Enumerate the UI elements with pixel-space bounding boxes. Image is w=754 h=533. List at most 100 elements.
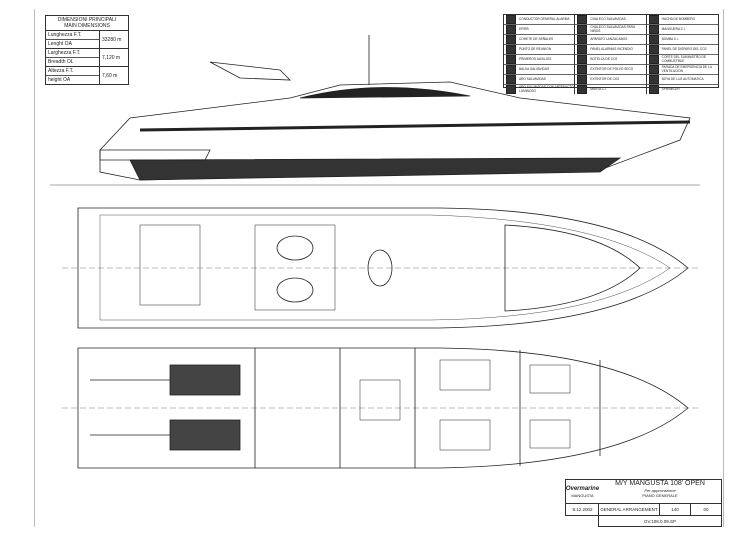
legend-label: EXTINTOR DE CO2: [590, 76, 620, 81]
dimension-label: height OA: [48, 77, 71, 83]
legend-label: BOTELLA DE CO2: [590, 56, 618, 61]
line-thrower-icon: [577, 35, 588, 44]
revision-value: 00: [703, 507, 709, 512]
fire-alarm-panel-icon: [577, 45, 588, 54]
legend-label: COHETE DE SEÑALES: [519, 36, 554, 41]
first-aid-icon: [506, 55, 516, 64]
fire-axe-icon: [648, 15, 659, 24]
sheer-line: [139, 120, 691, 132]
dimensions-title-en: MAIN DIMENSIONS: [64, 23, 110, 29]
drawing-number: GV.108.0.09.SP: [643, 518, 677, 524]
lifebuoy-light-icon: [506, 85, 516, 94]
legend-column: CONDUCTOR GENERAL ALARMA EPIRB COHETE DE…: [504, 15, 576, 94]
legend-label: CONDUCTOR GENERAL ALARMA: [519, 16, 570, 21]
child-lifejacket-icon: [577, 25, 588, 34]
legend-label: PARADA DE EMERGENCIA DE LA VENTILACION: [661, 65, 712, 73]
legend-label: HACHA DE BOMBERO: [661, 16, 696, 21]
signature-note: Per approvazione: [644, 488, 676, 493]
scale-revision-row: GENERAL ARRANGEMENT 140 00: [599, 504, 721, 516]
legend-label: BALSA SALVAVIDAS: [519, 66, 550, 71]
dimension-value: 7,120 m: [102, 54, 121, 61]
legend-label: CORTE DEL SUMINISTRO DE COMBUSTIBLE: [661, 55, 706, 63]
cabin-bed: [529, 419, 571, 449]
subtitle-it: PIANO GENERALE: [642, 493, 678, 498]
date-cell: 9.12.2002: [565, 503, 599, 516]
saloon: [254, 224, 336, 311]
legend-label: SPRINKLER: [661, 86, 680, 91]
ventilation-stop-icon: [648, 65, 659, 74]
legend-label: PUNTO DE REUNION: [519, 46, 551, 51]
legend-label: PRIMEROS AUXILIOS: [519, 56, 552, 61]
legend-column: CHALECO SALVAVIDAS CHALECO SALVAVIDAS PA…: [575, 15, 647, 94]
legend-label: EXTINTOR DE POLVO SECO: [590, 66, 634, 71]
co2-release-icon: [648, 45, 659, 54]
cabin-bed: [439, 359, 491, 391]
logo-subtext: MANGUSTA: [571, 492, 594, 498]
sofa: [276, 235, 314, 261]
engine-port: [169, 364, 241, 396]
legend-column: HACHA DE BOMBERO MANGUERA C.I. BOMBA C.I…: [646, 15, 718, 94]
dimension-label: Altezza F.T.: [46, 67, 99, 76]
legend-label: PANEL DE DISPARO DEL CO2: [661, 46, 707, 51]
dimension-label: Larghezza F.T.: [46, 49, 99, 58]
liferaft-icon: [506, 65, 516, 74]
main-deck-plan: [62, 207, 700, 329]
legend-label: PANEL ALARMAS INCENDIO: [590, 46, 633, 51]
dimension-value: 7,60 m: [102, 72, 118, 79]
co2-extinguisher-icon: [577, 75, 588, 84]
epirb-icon: [506, 25, 516, 34]
fuel-shutoff-icon: [648, 55, 659, 64]
legend-label: ARO SALVAVIDAS: [519, 76, 546, 81]
light-buoy-icon: [648, 75, 659, 84]
dimension-row-height: Altezza F.T.height OA 7,60 m: [46, 67, 128, 84]
legend-label: CHALECO SALVAVIDAS PARA NIÑOS: [590, 25, 635, 33]
scale-value: 140: [660, 504, 691, 515]
powder-extinguisher-icon: [577, 65, 588, 74]
legend-label: MANGUERA C.I.: [661, 26, 686, 31]
lifebuoy-icon: [506, 75, 516, 84]
sofa: [276, 277, 314, 303]
dimension-value: 33280 m: [102, 36, 122, 43]
swim-platform: [99, 149, 211, 161]
dimension-row-length: Lunghezza F.T.Lenght OA 33280 m: [46, 31, 128, 49]
sprinkler-icon: [648, 85, 659, 94]
legend-label: CHALECO SALVAVIDAS: [590, 16, 626, 21]
flare-icon: [506, 35, 516, 44]
vessel-name: M/Y MANGUSTA 108' OPEN: [615, 480, 705, 487]
cabin-bed: [359, 379, 401, 421]
muster-point-icon: [506, 45, 516, 54]
lower-deck-plan: [62, 347, 700, 469]
engine-starboard: [169, 419, 241, 451]
superstructure-windows: [299, 87, 471, 99]
dimension-label: Lunghezza F.T.: [46, 31, 99, 40]
deck-inner-outline: [99, 214, 671, 321]
co2-bottle-icon: [577, 55, 588, 64]
logo-text: Overmarine: [565, 485, 600, 492]
dimension-row-breadth: Larghezza F.T.Breadth OL 7,120 m: [46, 49, 128, 67]
side-profile: [50, 35, 700, 186]
fire-blanket-icon: [577, 85, 588, 94]
dimension-label: Lenght OA: [48, 41, 72, 47]
legend-label: BOYA DE LUZ AUTOMATICA: [661, 76, 704, 81]
aft-cockpit: [139, 224, 201, 306]
title-row: M/Y MANGUSTA 108' OPEN Per approvazione …: [599, 480, 721, 504]
legend-label: ARO SALVAVIDAS CON ARTEFACTO LUMINOSO: [519, 85, 574, 93]
subtitle-en: GENERAL ARRANGEMENT: [599, 504, 660, 515]
legend-label: BOMBA C.I.: [661, 36, 679, 41]
legend-label: EPIRB: [519, 26, 529, 31]
fire-pump-icon: [648, 35, 659, 44]
hull-profile: [99, 81, 691, 181]
radar-arch: [209, 61, 292, 81]
dimension-label: Breadth OL: [48, 59, 74, 65]
cabin-bed: [439, 419, 491, 451]
dimensions-title-it: DIMENSIONI PRINCIPALI: [57, 17, 117, 23]
hull-stripe: [129, 157, 622, 181]
legend-label: MANTA C.I.: [590, 86, 607, 91]
safety-symbols-legend: CONDUCTOR GENERAL ALARMA EPIRB COHETE DE…: [503, 14, 719, 94]
fire-hose-icon: [648, 25, 659, 34]
lifejacket-icon: [577, 15, 588, 24]
legend-label: APARATO LANZACABOS: [590, 36, 628, 41]
